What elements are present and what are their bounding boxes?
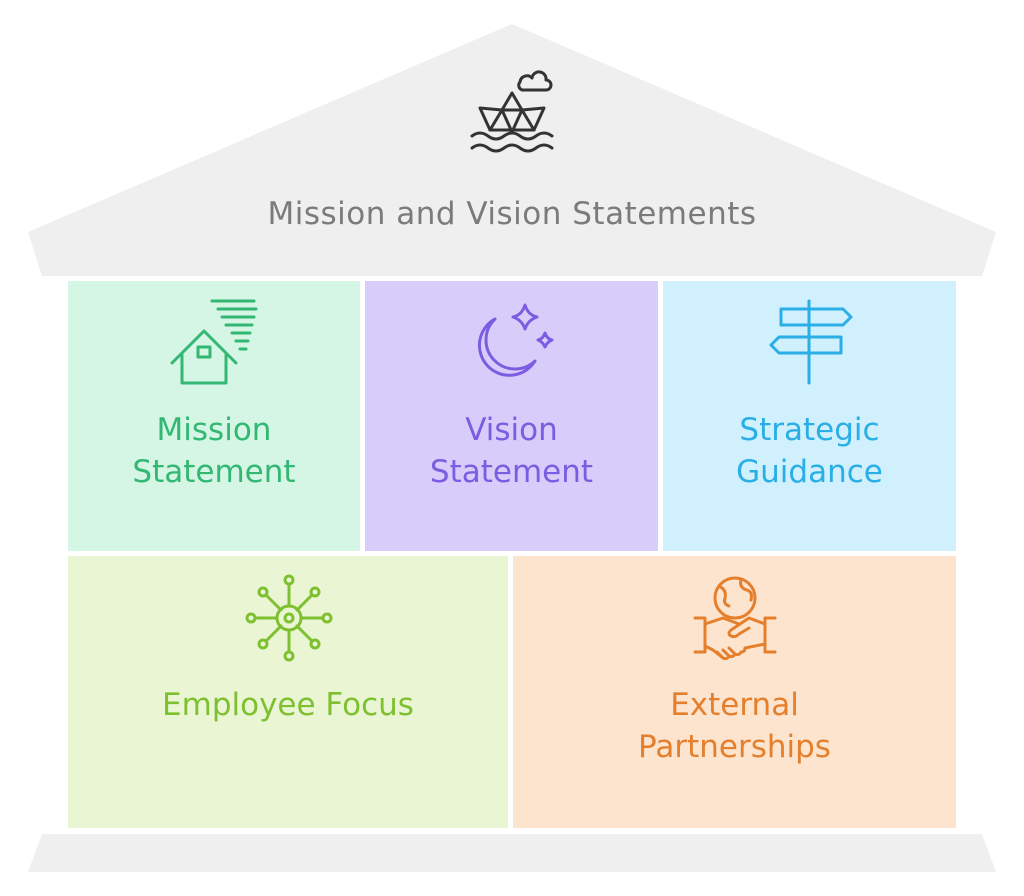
pillar-strategic-guidance: Strategic Guidance <box>663 281 956 551</box>
signpost-icon <box>769 299 853 385</box>
roof <box>28 24 996 276</box>
pillar-label: Mission Statement <box>132 412 296 490</box>
network-gear-icon <box>245 574 333 662</box>
pillar-external-partnerships: External Partnerships <box>513 556 956 828</box>
paper-boat-icon <box>470 70 554 153</box>
pillar-label: Employee Focus <box>162 687 414 723</box>
pillar-mission-statement: Mission Statement <box>68 281 360 551</box>
pillar-label: Vision Statement <box>429 412 594 490</box>
pillar-employee-focus: Employee Focus <box>68 556 508 828</box>
handshake-globe-icon <box>693 576 777 661</box>
pillar-vision-statement: Vision Statement <box>365 281 658 551</box>
pillar-label: Strategic Guidance <box>736 412 883 490</box>
moon-stars-icon <box>477 303 554 377</box>
house-icon <box>170 299 258 385</box>
pillar-label: External Partnerships <box>638 687 831 765</box>
foundation-base <box>28 834 996 872</box>
page-title: Mission and Vision Statements <box>267 196 757 232</box>
